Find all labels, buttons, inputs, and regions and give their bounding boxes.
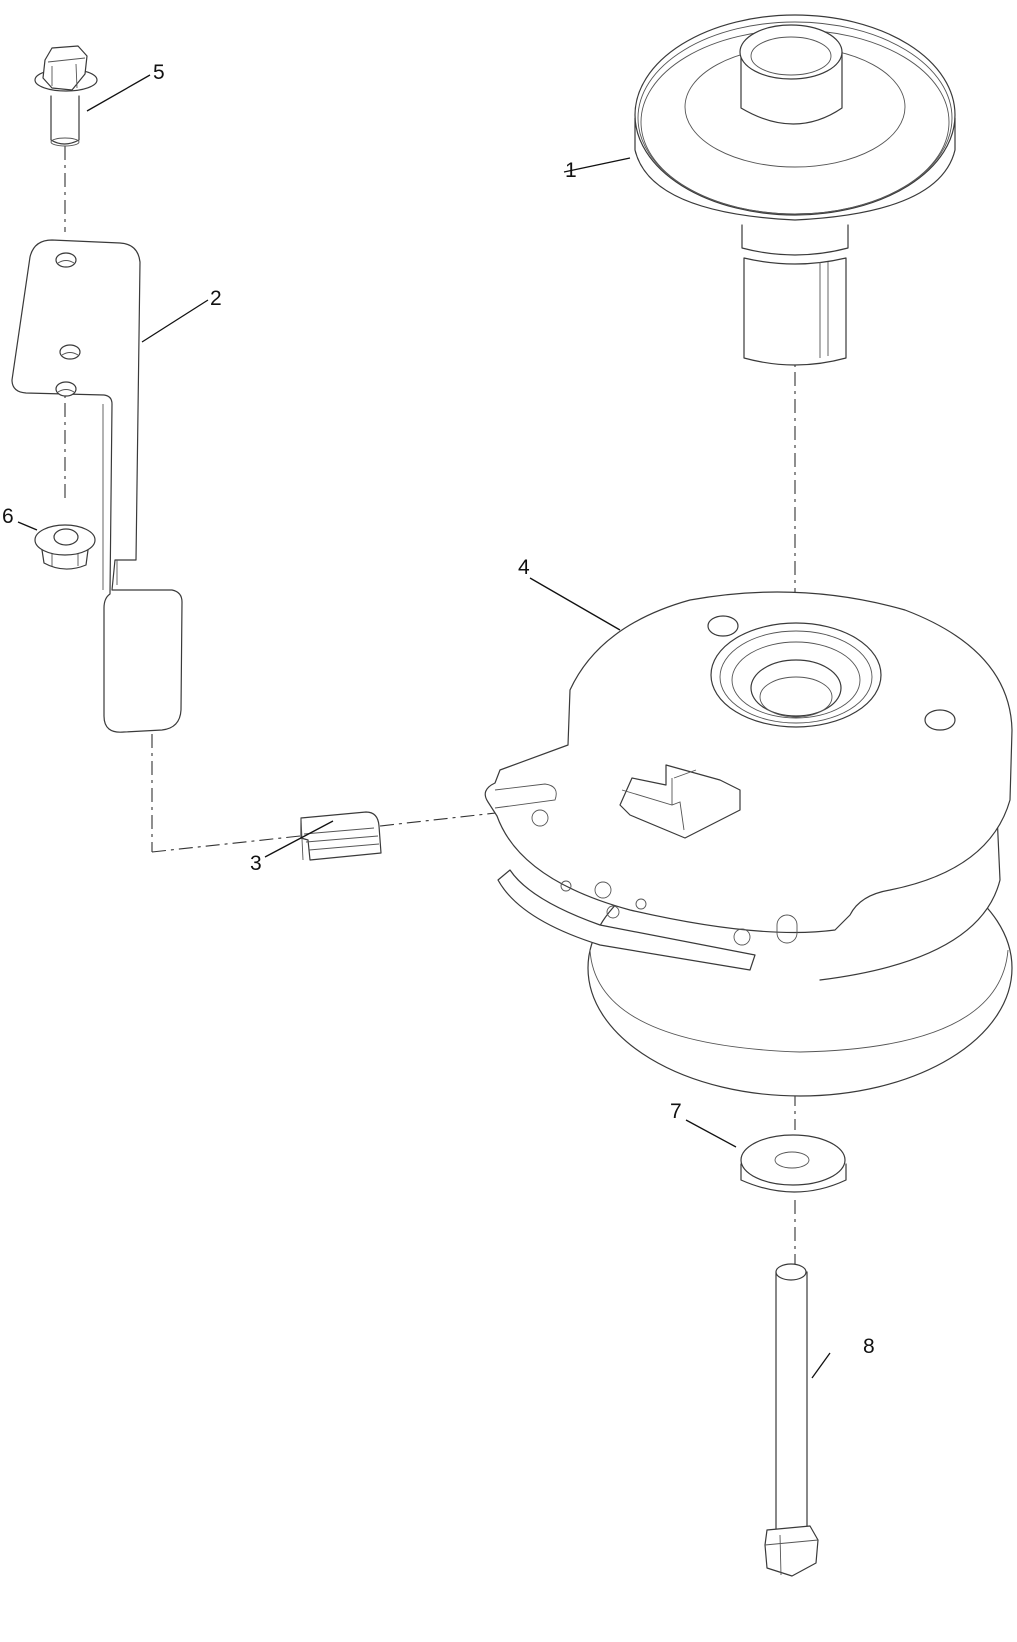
callout-2: 2 [210,287,222,310]
leader-2 [141,299,209,343]
leader-7 [685,1119,737,1148]
leader-4 [529,577,621,631]
leader-5 [86,74,151,112]
part-4-electric-clutch [484,591,1013,1097]
callout-1: 1 [565,159,577,182]
part-1-pulley [634,14,956,366]
leader-6 [17,521,38,531]
part-5-flange-bolt [34,45,98,147]
part-2-bracket [11,239,183,733]
callout-4: 4 [518,556,530,579]
callout-7: 7 [670,1100,682,1123]
part-8-bolt [764,1263,819,1577]
leader-lines [17,74,831,1379]
callout-8: 8 [863,1335,875,1358]
callout-5: 5 [153,61,165,84]
leader-3 [264,820,334,858]
callout-6: 6 [2,505,14,528]
part-6-flange-nut [34,524,96,570]
leader-1 [563,157,631,173]
leader-8 [811,1352,831,1379]
part-3-connector [300,811,382,861]
callout-3: 3 [250,852,262,875]
part-7-washer [740,1134,847,1193]
